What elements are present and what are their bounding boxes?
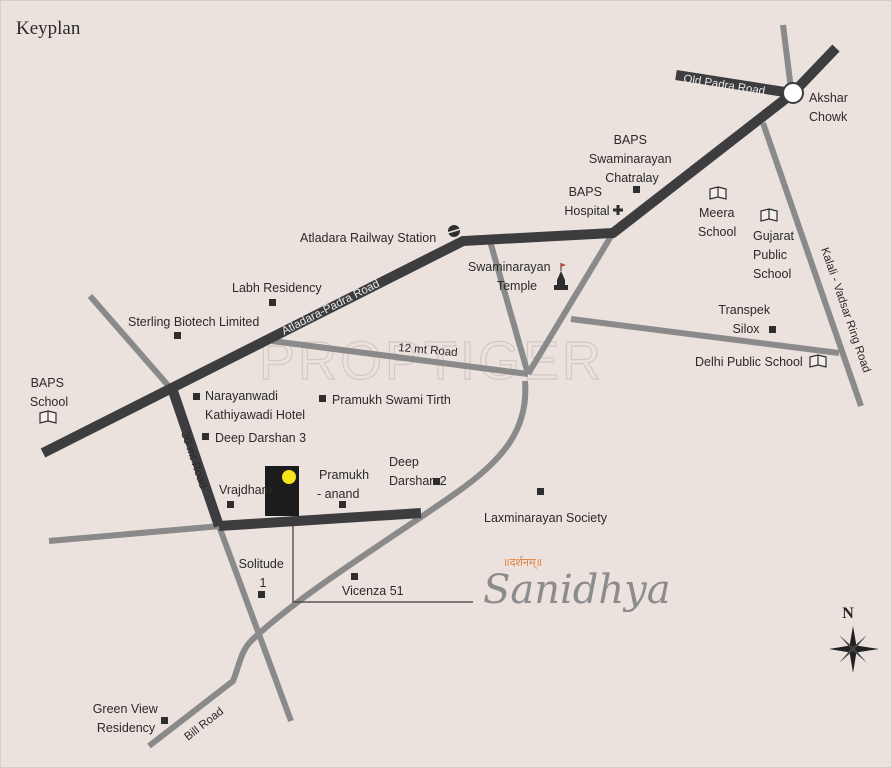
marker-narayanwadi bbox=[193, 393, 200, 400]
marker-labh-residency bbox=[269, 299, 276, 306]
label-atladara-station: Atladara Railway Station bbox=[300, 231, 436, 245]
label-transpek: Transpek Silox bbox=[718, 303, 773, 336]
compass-icon: N bbox=[829, 605, 879, 673]
marker-green-view bbox=[161, 717, 168, 724]
marker-vrajdham bbox=[227, 501, 234, 508]
marker-vicenza bbox=[351, 573, 358, 580]
road-label-bill: Bill Road bbox=[182, 706, 226, 744]
temple-icon bbox=[554, 263, 568, 290]
road-silox bbox=[570, 316, 840, 356]
book-icon-meera bbox=[709, 186, 727, 200]
label-laxminarayan: Laxminarayan Society bbox=[484, 511, 608, 525]
marker-sterling bbox=[174, 332, 181, 339]
marker-baps-chatralay bbox=[633, 186, 640, 193]
project-site-marker bbox=[282, 470, 296, 484]
label-delhi-public-school: Delhi Public School bbox=[695, 355, 803, 369]
label-baps-school: BAPS School bbox=[30, 376, 68, 409]
road-north-spur bbox=[780, 24, 794, 90]
label-sterling: Sterling Biotech Limited bbox=[128, 315, 259, 329]
label-swaminarayan-temple: Swaminarayan Temple bbox=[468, 260, 554, 293]
main-roads bbox=[40, 44, 840, 531]
marker-deep-darshan-2 bbox=[433, 478, 440, 485]
secondary-roads bbox=[48, 24, 864, 749]
label-narayanwadi: Narayanwadi Kathiyawadi Hotel bbox=[205, 389, 305, 422]
marker-solitude bbox=[258, 591, 265, 598]
road-chatralay-connector bbox=[525, 231, 616, 376]
marker-pramukh-swami-tirth bbox=[319, 395, 326, 402]
marker-transpek bbox=[769, 326, 776, 333]
map-title: Keyplan bbox=[16, 18, 81, 39]
label-labh-residency: Labh Residency bbox=[232, 281, 322, 295]
road-west bbox=[48, 523, 222, 544]
label-vicenza: Vicenza 51 bbox=[342, 584, 404, 598]
label-green-view: Green View Residency bbox=[93, 702, 162, 735]
brand-leader-line bbox=[292, 516, 473, 603]
road-temple-connector bbox=[487, 240, 531, 375]
label-deep-darshan-3: Deep Darshan 3 bbox=[215, 431, 306, 445]
book-icon-gujarat bbox=[760, 208, 778, 222]
brand-tagline: ॥दर्शनम्॥ bbox=[503, 556, 542, 569]
landmark-markers bbox=[161, 186, 776, 724]
marker-deep-darshan-3 bbox=[202, 433, 209, 440]
label-vrajdham: Vrajdham bbox=[219, 483, 272, 497]
label-gujarat-public-school: Gujarat Public School bbox=[753, 229, 797, 281]
label-meera-school: Meera School bbox=[698, 206, 738, 239]
akshar-chowk-roundabout bbox=[782, 82, 804, 104]
school-icons bbox=[39, 186, 827, 424]
label-solitude: Solitude 1 bbox=[239, 557, 288, 590]
road-kalali bbox=[760, 122, 864, 407]
road-site-access bbox=[218, 508, 422, 531]
label-baps-chatralay: BAPS Swaminarayan Chatralay bbox=[589, 133, 675, 185]
brand-logo: Sanidhya bbox=[483, 567, 671, 613]
hospital-cross-icon bbox=[613, 205, 623, 215]
road-atladara-padra bbox=[40, 89, 797, 458]
marker-pramukh-anand bbox=[339, 501, 346, 508]
label-pramukh-swami-tirth: Pramukh Swami Tirth bbox=[332, 393, 451, 407]
label-deep-darshan-2: Deep Darshan 2 bbox=[389, 455, 447, 488]
book-icon-delhi bbox=[809, 354, 827, 368]
label-baps-hospital: BAPS Hospital bbox=[564, 185, 609, 218]
road-12mt bbox=[271, 338, 529, 377]
book-icon-baps-school bbox=[39, 410, 57, 424]
landmark-labels: Akshar Chowk BAPS Swaminarayan Chatralay… bbox=[30, 91, 851, 735]
road-30mt-main bbox=[168, 389, 224, 528]
marker-laxminarayan bbox=[537, 488, 544, 495]
road-label-old-padra: Old Padra Road bbox=[683, 73, 766, 98]
north-label: N bbox=[842, 605, 854, 622]
railway-station-icon bbox=[443, 225, 465, 237]
road-bill bbox=[147, 380, 529, 749]
road-old-padra bbox=[675, 70, 792, 98]
road-label-12mt: 12 mt Road bbox=[398, 342, 458, 359]
label-pramukh-anand: Pramukh - anand bbox=[317, 468, 373, 501]
label-akshar-chowk: Akshar Chowk bbox=[809, 91, 851, 124]
